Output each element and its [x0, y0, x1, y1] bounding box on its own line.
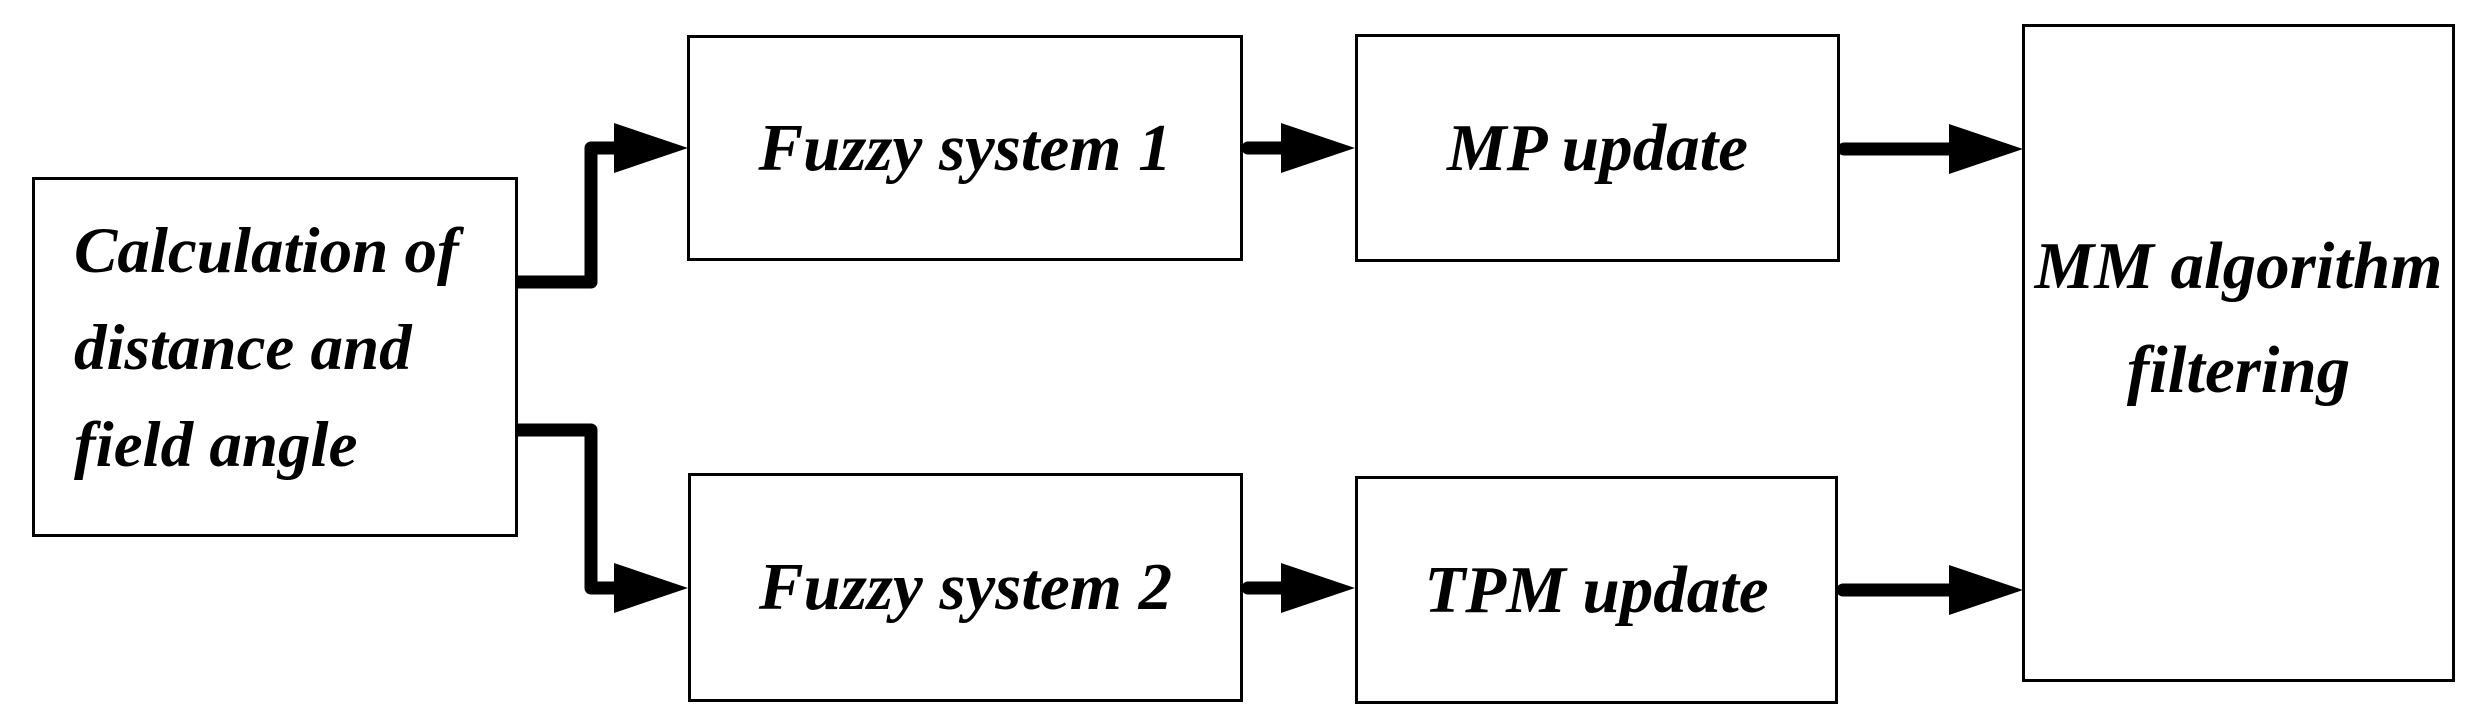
arrow-fuzzy1-to-mp [1241, 123, 1355, 173]
arrow-calc-to-fuzzy1 [509, 123, 688, 289]
arrow-fuzzy2-to-tpm [1241, 563, 1355, 613]
node-mm-line2: filtering [2126, 333, 2351, 407]
node-fuzzy-system-2-label: Fuzzy system 2 [758, 550, 1173, 624]
node-tpm-update-label: TPM update [1424, 552, 1769, 627]
node-fuzzy-system-1-box: Fuzzy system 1 [687, 35, 1243, 261]
node-fuzzy-system-1-label: Fuzzy system 1 [758, 110, 1172, 185]
arrow-tpm-to-mm [1836, 565, 2023, 615]
node-calculation-label: Calculation of distance and field angle [74, 203, 459, 494]
node-tpm-update-box: TPM update [1355, 476, 1838, 704]
node-mm-line1: MM algorithm [2034, 229, 2443, 303]
node-fuzzy-system-2-box: Fuzzy system 2 [688, 473, 1243, 702]
node-calculation-line1: Calculation of [74, 215, 459, 287]
arrow-mp-to-mm [1837, 124, 2023, 174]
node-mp-update-label: MP update [1447, 110, 1748, 185]
arrow-calc-to-fuzzy2 [509, 423, 688, 613]
node-mm-algorithm-filtering-box: MM algorithm filtering [2022, 24, 2455, 682]
node-calculation-line2: distance and [74, 312, 412, 384]
node-mp-update-box: MP update [1355, 34, 1840, 262]
node-calculation-line3: field angle [74, 409, 358, 481]
node-calculation-box: Calculation of distance and field angle [32, 177, 518, 537]
node-mm-algorithm-filtering-label: MM algorithm filtering [2025, 214, 2452, 422]
